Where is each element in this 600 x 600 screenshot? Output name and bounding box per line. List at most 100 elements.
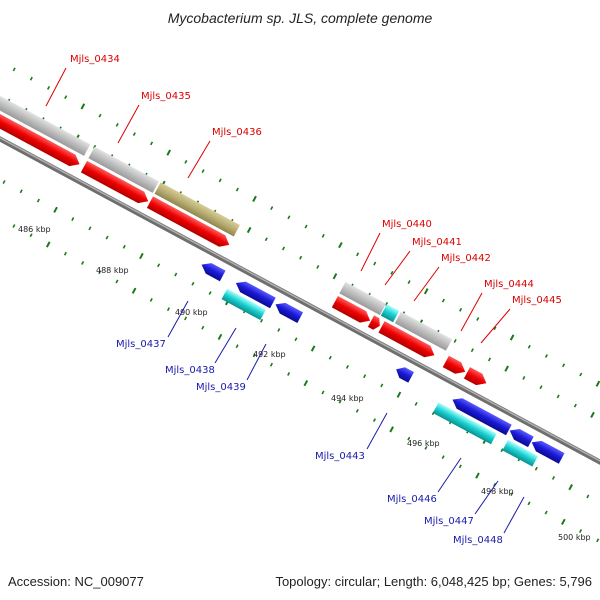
gene-label-reverse[interactable]: Mjls_0438 [165, 365, 215, 376]
minor-tick [64, 95, 68, 100]
major-tick [389, 426, 394, 433]
minor-tick [264, 237, 268, 242]
gene-label-forward[interactable]: Mjls_0434 [70, 54, 120, 65]
major-tick [590, 411, 595, 418]
gene-red-4[interactable] [331, 295, 373, 326]
gene-mjls-0436[interactable] [154, 182, 240, 237]
minor-tick [29, 76, 33, 81]
minor-tick [63, 251, 67, 256]
minor-tick [534, 466, 538, 471]
gene-mjls-0435[interactable] [88, 146, 159, 193]
leader-line [384, 250, 411, 286]
minor-tick [157, 263, 161, 268]
major-tick [332, 273, 338, 280]
minor-tick [184, 159, 188, 164]
minor-tick [453, 339, 457, 343]
minor-tick [373, 261, 377, 266]
gene-label-forward[interactable]: Mjls_0440 [382, 219, 432, 230]
minor-tick [441, 455, 445, 460]
leader-line [117, 104, 140, 144]
leader-line [45, 67, 67, 107]
gene-label-reverse[interactable]: Mjls_0448 [453, 535, 503, 546]
gene-label-reverse[interactable]: Mjls_0439 [196, 382, 246, 393]
gene-label-reverse[interactable]: Mjls_0446 [387, 494, 437, 505]
gene-label-forward[interactable]: Mjls_0444 [484, 279, 534, 290]
minor-tick [132, 132, 136, 137]
gene-label-forward[interactable]: Mjls_0442 [441, 253, 491, 264]
gene-mjls-0437[interactable] [199, 259, 226, 282]
leader-line [187, 140, 211, 179]
gene-mjls-0446[interactable] [432, 402, 497, 445]
minor-tick [166, 307, 170, 312]
accession-text: Accession: NC_009077 [8, 574, 144, 589]
gene-red-6[interactable] [378, 321, 437, 361]
feature-layer [0, 96, 565, 467]
leader-line [480, 308, 511, 344]
gene-mjls-0441[interactable] [380, 304, 400, 323]
gene-mjls-0448[interactable] [502, 439, 539, 467]
scale-label: 496 kbp [407, 439, 440, 448]
minor-tick [355, 408, 359, 413]
gene-label-reverse[interactable]: Mjls_0437 [116, 339, 166, 350]
minor-tick [201, 325, 205, 330]
minor-tick [407, 280, 411, 284]
gene-mjls-0448-a[interactable] [529, 437, 565, 464]
gene-label-forward[interactable]: Mjls_0445 [512, 295, 562, 306]
minor-tick [36, 198, 40, 203]
minor-tick [294, 337, 298, 342]
leader-line [167, 300, 189, 338]
gene-mjls-0444[interactable] [442, 355, 469, 378]
gene-mjls-0447-a[interactable] [507, 425, 534, 448]
minor-tick [380, 383, 384, 388]
minor-tick [596, 538, 600, 543]
minor-tick [539, 385, 543, 390]
page-title: Mycobacterium sp. JLS, complete genome [167, 10, 433, 26]
major-tick [310, 345, 316, 352]
gene-mjls-0446-a[interactable] [450, 394, 512, 436]
minor-tick [287, 215, 291, 220]
major-tick [53, 206, 58, 213]
scale-label: 494 kbp [331, 394, 364, 403]
minor-tick [287, 371, 291, 376]
scale-label: 498 kbp [481, 487, 514, 496]
leader-line [214, 327, 237, 364]
major-tick [303, 380, 309, 387]
gene-red-5[interactable] [367, 315, 383, 331]
gene-mjls-0440[interactable] [339, 281, 387, 316]
gene-mjls-0439-a[interactable] [273, 299, 304, 323]
gene-red-1[interactable] [0, 110, 83, 170]
major-tick [246, 226, 252, 234]
leader-line [413, 266, 440, 302]
minor-tick [470, 348, 474, 353]
leader-line [366, 412, 388, 450]
minor-tick [304, 224, 308, 229]
major-tick [509, 334, 515, 341]
gene-label-reverse[interactable]: Mjls_0447 [424, 516, 474, 527]
minor-tick [150, 141, 154, 146]
minor-tick [12, 67, 16, 72]
gene-label-forward[interactable]: Mjls_0435 [141, 91, 191, 102]
minor-tick [149, 298, 153, 302]
minor-tick [235, 187, 239, 192]
minor-tick [115, 279, 119, 284]
gene-red-2[interactable] [80, 160, 151, 207]
gene-red-3[interactable] [146, 196, 232, 250]
minor-tick [345, 365, 349, 369]
minor-tick [201, 169, 205, 174]
label-layer: Mjls_0434Mjls_0435Mjls_0436Mjls_0440Mjls… [70, 54, 562, 546]
gene-mjls-0445[interactable] [463, 367, 490, 389]
gene-label-forward[interactable]: Mjls_0436 [212, 127, 262, 138]
major-tick [217, 333, 223, 341]
gene-mjls-0438[interactable] [221, 288, 266, 321]
gene-mjls-0443[interactable] [393, 364, 414, 383]
gene-mjls-0438-a[interactable] [233, 278, 276, 309]
gene-label-reverse[interactable]: Mjls_0443 [315, 451, 365, 462]
gene-mjls-0442[interactable] [394, 311, 453, 351]
minor-tick [81, 261, 85, 265]
gene-label-forward[interactable]: Mjls_0441 [412, 237, 462, 248]
leader-line [360, 232, 381, 272]
minor-tick [414, 402, 418, 406]
gene-mjls-0434[interactable] [0, 96, 91, 156]
major-tick [568, 484, 573, 491]
